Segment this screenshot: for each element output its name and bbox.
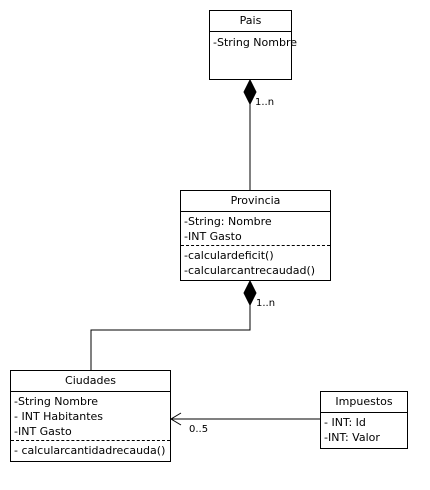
provincia-ciudades-line	[90, 305, 251, 370]
class-ciudades-attribute: -String Nombre	[14, 395, 98, 408]
class-provincia-separator	[181, 245, 330, 246]
class-provincia-attribute: -String: Nombre	[184, 215, 272, 228]
class-impuestos-title: Impuestos	[321, 392, 407, 413]
class-impuestos-attribute: -INT: Valor	[324, 431, 380, 444]
ciudades-arrow-head	[170, 412, 182, 426]
class-provincia-method: -calcularcantrecaudad()	[184, 264, 316, 277]
class-pais-title: Pais	[210, 11, 291, 32]
class-ciudades-method: - calcularcantidadrecauda()	[14, 444, 166, 457]
class-impuestos[interactable]: Impuestos - INT: Id -INT: Valor	[320, 391, 408, 449]
class-pais-attribute: -String Nombre	[213, 36, 297, 49]
pais-composition-diamond	[243, 78, 257, 106]
class-ciudades[interactable]: Ciudades -String Nombre - INT Habitantes…	[10, 370, 171, 462]
class-provincia-title: Provincia	[181, 191, 330, 212]
class-impuestos-attribute: - INT: Id	[324, 416, 366, 429]
class-pais[interactable]: Pais -String Nombre	[209, 10, 297, 80]
class-ciudades-attribute: -INT Gasto	[14, 425, 72, 438]
class-ciudades-attribute: - INT Habitantes	[14, 410, 104, 423]
class-ciudades-separator	[11, 440, 170, 441]
class-provincia-attribute: -INT Gasto	[184, 230, 242, 243]
multiplicity-provincia-ciudades: 1..n	[256, 298, 276, 309]
multiplicity-pais-provincia: 1..n	[255, 97, 275, 108]
class-provincia-method: -calculardeficit()	[184, 249, 274, 262]
provincia-composition-diamond	[243, 279, 257, 307]
class-provincia[interactable]: Provincia -String: Nombre -INT Gasto -ca…	[180, 190, 331, 281]
multiplicity-impuestos-ciudades: 0..5	[189, 424, 209, 435]
class-ciudades-title: Ciudades	[11, 371, 170, 392]
